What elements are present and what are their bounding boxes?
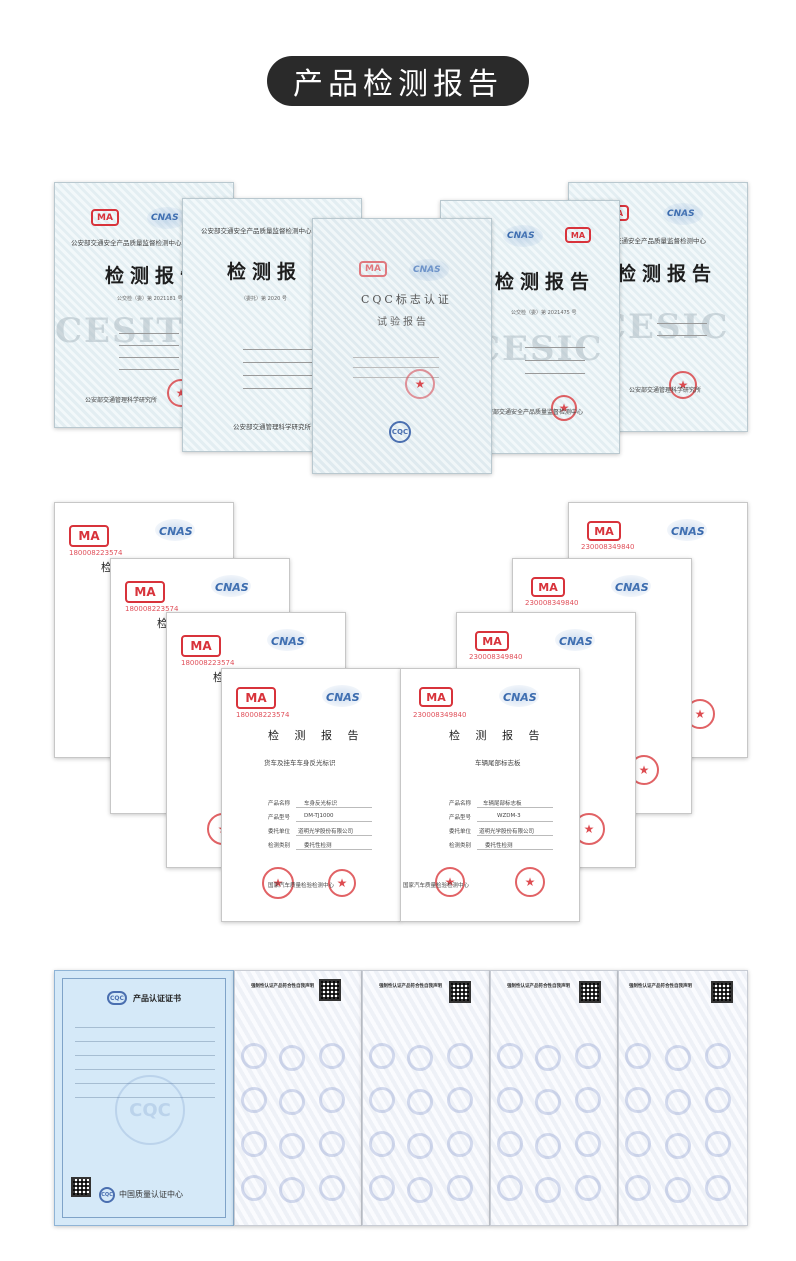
certificate-title: 产品认证证书 <box>133 994 181 1003</box>
red-seal <box>405 369 435 399</box>
report-card-front-left: MA 180008223574 CNAS 检 测 报 告 货车及挂车车身反光标识… <box>221 668 401 922</box>
page-title: 产品检测报告 <box>267 56 529 106</box>
report-footer: 国家汽车质量检验检测中心 <box>268 883 335 889</box>
red-seal <box>551 395 577 421</box>
report-org: 公安部交通安全产品质量监督检测中心 <box>71 239 182 247</box>
cnas-logo: CNAS <box>503 225 543 247</box>
annex-page-2: 强制性认证产品符合性自我声明 <box>362 970 490 1226</box>
report-heading: 检 测 报 告 <box>449 729 546 742</box>
report-heading: 检测报告 <box>495 271 596 293</box>
cqc-logo: CQC <box>107 991 127 1005</box>
cqc-logo: CQC <box>389 421 411 443</box>
field-client: 道明光学股份有限公司 <box>298 829 354 835</box>
ma-logo: MA <box>419 687 453 707</box>
cnas-logo: CNAS <box>322 685 362 707</box>
annex-title: 强制性认证产品符合性自我声明 <box>629 984 692 989</box>
qr-code <box>319 979 341 1001</box>
report-heading: 检测报告 <box>617 263 718 285</box>
qr-code <box>71 1177 91 1197</box>
cnas-logo: CNAS <box>155 519 195 541</box>
qr-code <box>711 981 733 1003</box>
watermark-text: CESIT <box>55 311 184 351</box>
annex-title: 强制性认证产品符合性自我声明 <box>251 984 314 989</box>
cqc-heading: CQC标志认证 <box>361 293 452 306</box>
field-test-type: 委托性检测 <box>485 843 513 849</box>
field-product-model: WZDM-3 <box>497 813 521 819</box>
cnas-logo: CNAS <box>611 575 651 597</box>
red-seal <box>435 867 465 897</box>
field-product-name: 车辆尾部标志板 <box>483 801 522 807</box>
report-subject: 货车及挂车车身反光标识 <box>264 759 336 767</box>
ma-logo: MA <box>236 687 276 709</box>
annex-title: 强制性认证产品符合性自我声明 <box>379 984 442 989</box>
ma-logo: MA <box>587 521 621 541</box>
cnas-logo: CNAS <box>499 685 539 707</box>
report-number: 公交检（委）第 2021475 号 <box>511 310 577 316</box>
ma-logo: MA <box>359 261 387 277</box>
report-card-3-cqc: MA CNAS CQC标志认证 试验报告 CQC <box>312 218 492 474</box>
cnas-logo: CNAS <box>211 575 251 597</box>
cnas-logo: CNAS <box>663 203 703 225</box>
ma-logo: MA <box>91 209 119 226</box>
report-footer: 国家汽车质量检验检测中心 <box>403 883 470 889</box>
report-footer: 公安部交通管理科学研究所 <box>233 423 311 431</box>
ma-logo: MA <box>475 631 509 651</box>
cnas-logo: CNAS <box>147 207 187 229</box>
annex-page-1: 强制性认证产品符合性自我声明 <box>234 970 362 1226</box>
ma-logo: MA <box>125 581 165 603</box>
report-heading: 检测报告 <box>105 265 206 287</box>
field-product-model: DM-TJ1000 <box>304 813 334 819</box>
red-seal <box>262 867 294 899</box>
report-footer: 公安部交通安全产品质量监督检测中心 <box>481 409 584 416</box>
cnas-logo: CNAS <box>409 259 449 281</box>
annex-page-4: 强制性认证产品符合性自我声明 <box>618 970 748 1226</box>
ma-logo: MA <box>181 635 221 657</box>
cnas-logo: CNAS <box>267 629 307 651</box>
cnas-logo: CNAS <box>555 629 595 651</box>
qr-code <box>449 981 471 1003</box>
ma-logo: MA <box>69 525 109 547</box>
report-heading: 检 测 报 告 <box>268 729 365 742</box>
certificate-issuer: 中国质量认证中心 <box>119 1190 183 1199</box>
watermark-text: CESIC <box>599 307 730 347</box>
ma-logo: MA <box>531 577 565 597</box>
page-title-text: 产品检测报告 <box>293 67 503 102</box>
cqc-subheading: 试验报告 <box>377 317 429 328</box>
annex-title: 强制性认证产品符合性自我声明 <box>507 984 570 989</box>
red-seal <box>328 869 356 897</box>
report-heading: 检测报 <box>227 261 303 283</box>
qr-code <box>579 981 601 1003</box>
report-org: 公安部交通安全产品质量监督检测中心 <box>201 227 312 235</box>
report-number: （委托）第 2020 号 <box>241 296 287 302</box>
field-test-type: 委托性检测 <box>304 843 332 849</box>
report-number: 公交检（委）第 2021181 号 <box>117 296 183 302</box>
report-subject: 车辆尾部标志板 <box>475 759 521 767</box>
ma-logo: MA <box>565 227 591 243</box>
red-seal <box>669 371 697 399</box>
red-seal <box>515 867 545 897</box>
report-card-front-right: MA 230008349840 CNAS 检 测 报 告 车辆尾部标志板 产品名… <box>400 668 580 922</box>
field-product-name: 车身反光标识 <box>304 801 338 807</box>
annex-page-3: 强制性认证产品符合性自我声明 <box>490 970 618 1226</box>
cqc-certificate: CQC 产品认证证书 CQC CQC 中国质量认证中心 <box>54 970 234 1226</box>
report-org: 交通安全产品质量监督检测中心 <box>615 237 706 245</box>
cqc-watermark: CQC <box>115 1075 185 1145</box>
watermark-text: CESIC <box>473 329 604 369</box>
cqc-logo: CQC <box>99 1187 115 1203</box>
cnas-logo: CNAS <box>667 519 707 541</box>
field-client: 道明光学股份有限公司 <box>479 829 535 835</box>
